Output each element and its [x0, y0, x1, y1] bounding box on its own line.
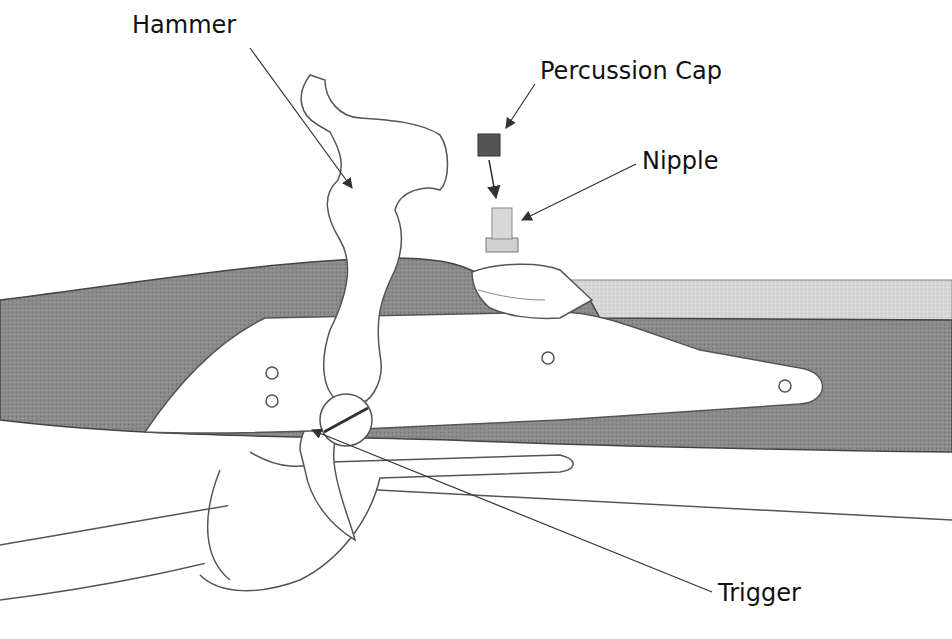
part-label: Percussion Cap — [540, 58, 722, 84]
part-label: Hammer — [132, 12, 236, 38]
part-label: Nipple — [642, 148, 719, 174]
part-label: Trigger — [718, 580, 801, 606]
